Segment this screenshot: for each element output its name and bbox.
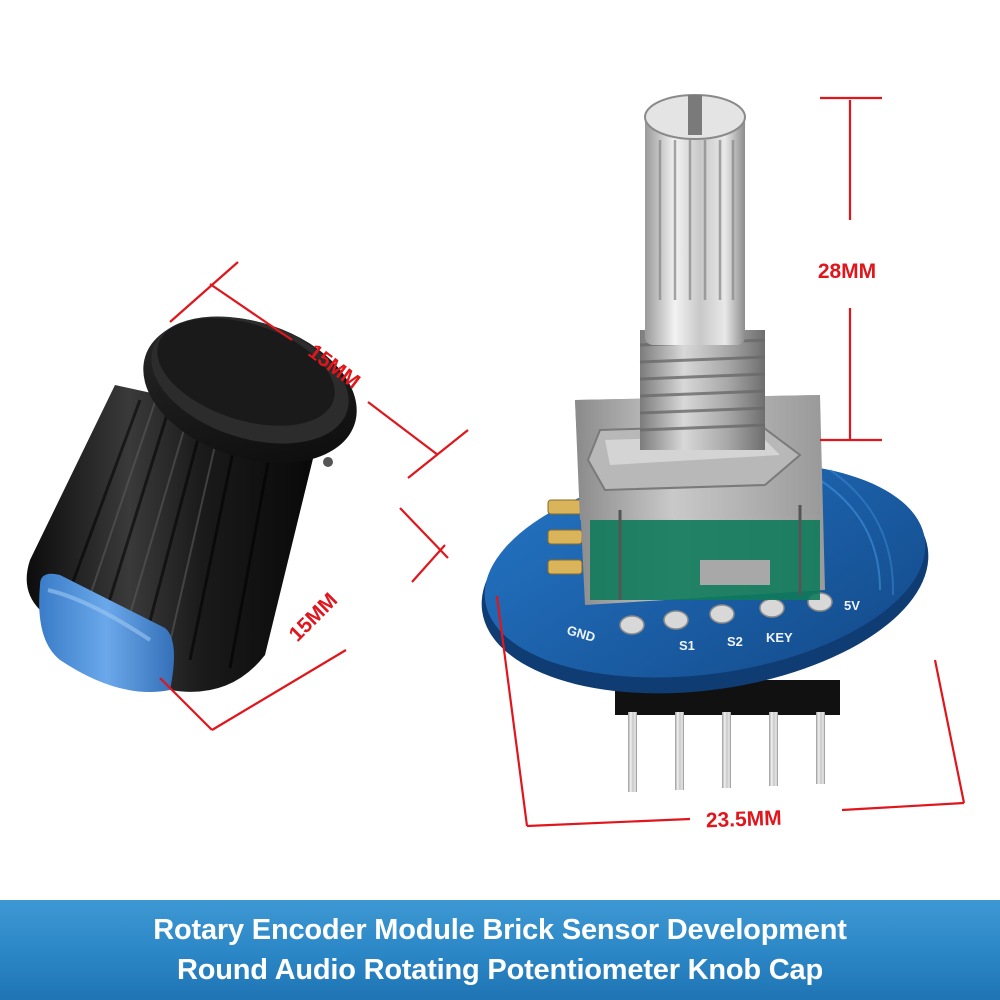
- knob-tip: [39, 573, 174, 692]
- caption-line-1: Rotary Encoder Module Brick Sensor Devel…: [153, 914, 847, 946]
- caption-banner: Rotary Encoder Module Brick Sensor Devel…: [0, 900, 1000, 1000]
- dimension-label-knob-height: 15MM: [285, 589, 343, 647]
- knurled-shaft: [644, 94, 746, 345]
- threaded-bushing: [640, 330, 765, 450]
- pin-label-key: KEY: [766, 630, 793, 645]
- dimension-lines: [159, 96, 966, 828]
- knob-cap: [26, 316, 357, 692]
- dimension-label-shaft: 28MM: [818, 260, 876, 283]
- pin-label-s1: S1: [679, 638, 695, 653]
- header-pins: [615, 680, 840, 792]
- dimension-label-board: 23.5MM: [705, 807, 782, 833]
- pin-label-s2: S2: [727, 634, 743, 649]
- pin-label-5v: 5V: [844, 598, 860, 613]
- caption-line-2: Round Audio Rotating Potentiometer Knob …: [177, 954, 823, 986]
